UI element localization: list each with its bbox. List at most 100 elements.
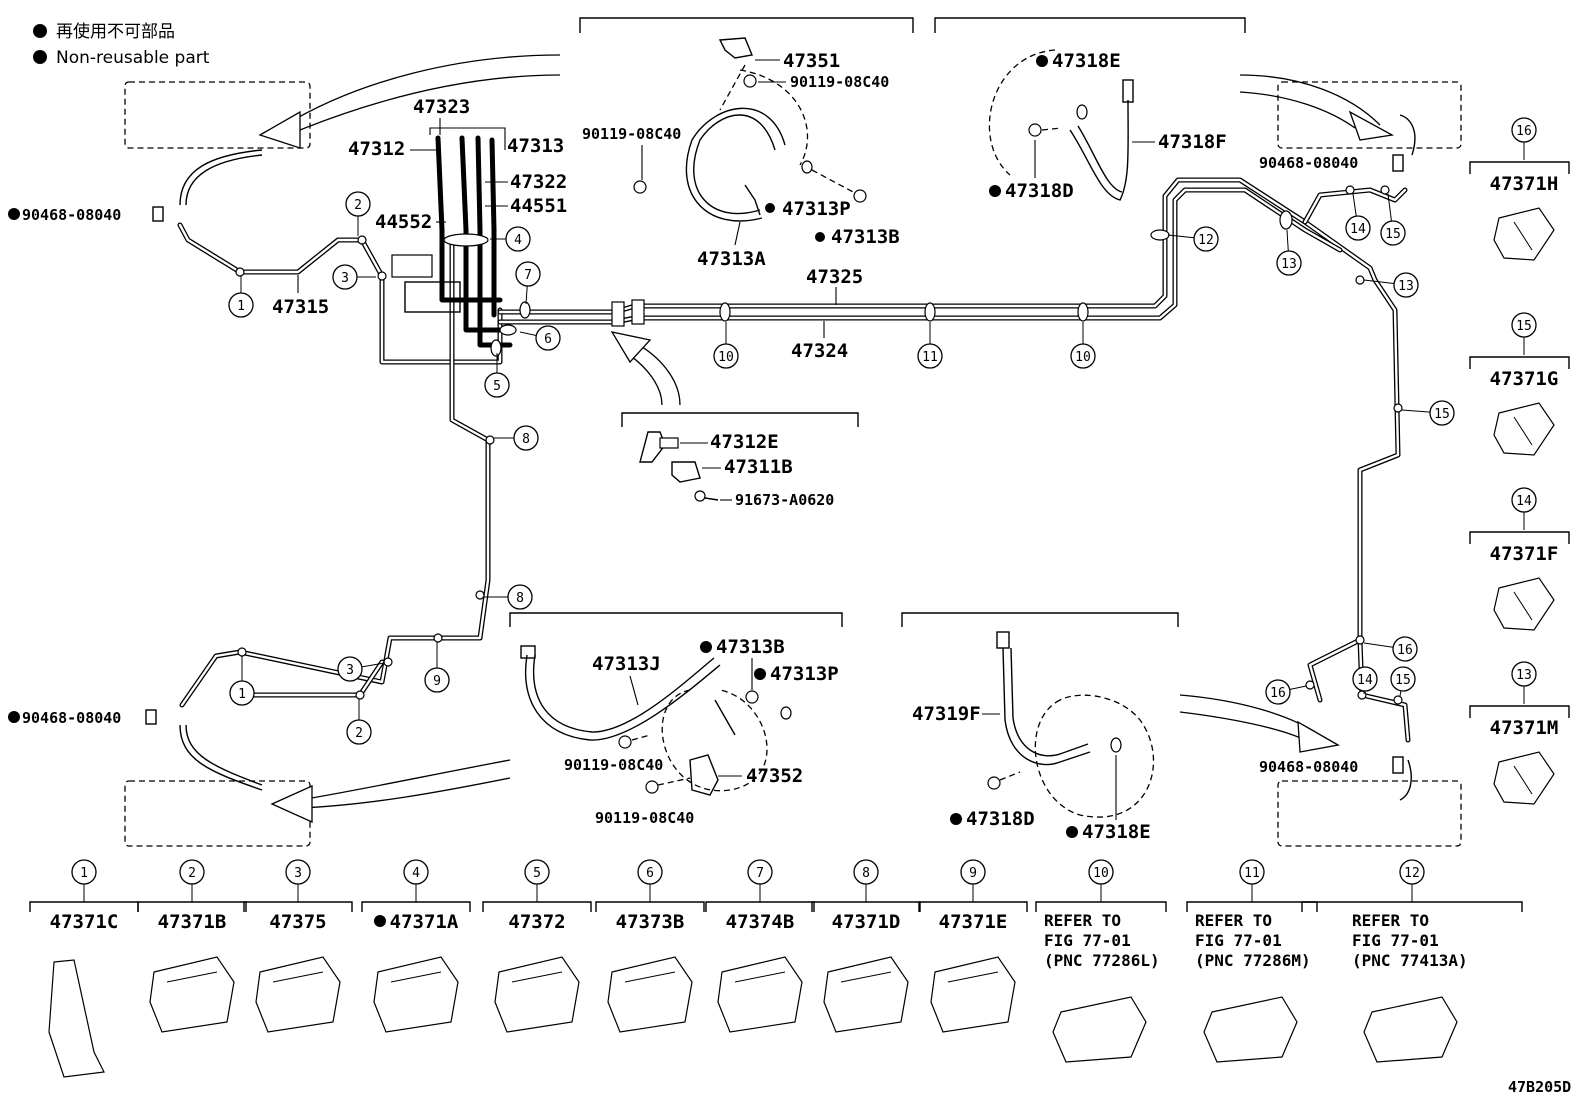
hose-end-icon [1122,79,1134,103]
label-47313B: 47313B [831,226,900,248]
bottom-clip-part: 47371E [939,911,1008,933]
clip-47313P [801,160,813,174]
junction-block [611,301,625,327]
nonreusable-dot-icon [33,50,47,64]
bottom-clip-part: 47371B [158,911,227,933]
clip-icon [1493,207,1555,261]
callout-11: 11 [917,343,943,369]
label-44552: 44552 [375,211,432,233]
label-47324: 47324 [791,340,848,362]
label-bolt-a: 90119-08C40 [790,73,889,91]
side-clip-ref: 14 [1511,487,1537,513]
callout-number: 16 [1270,686,1286,701]
callout-number: 13 [1281,257,1297,272]
bottom-clip-ref: 8 [853,859,879,885]
junction-47311B [671,461,701,483]
hose-47313J [525,654,721,741]
callout-number: 13 [1516,668,1532,683]
bottom-ref-text: REFER TO [1044,911,1121,930]
clip-icon [1493,577,1555,631]
callout-number: 15 [1395,673,1411,688]
bottom-ref-text: (PNC 77286L) [1044,951,1160,970]
callout-4: 4 [505,226,531,252]
bottom-clip-ref: 1 [71,859,97,885]
detail-junction: 47312E 47311B 91673-A0620 [639,431,834,509]
label-47312E: 47312E [710,431,779,453]
callout-number: 10 [1075,350,1091,365]
callout-number: 3 [341,271,349,286]
detail-rear-right-hose: 47319F 47318D 47318E [912,631,1155,843]
callout-1: 1 [229,680,255,706]
callout-number: 11 [922,350,938,365]
label-47315: 47315 [272,296,329,318]
bottom-ref-callout: 10 [1088,859,1114,885]
front-right-wheel-box [1277,81,1462,149]
callout-16: 16 [1392,636,1418,662]
clip-icon [1493,751,1555,805]
clip-icon [255,956,341,1033]
legend-en: Non-reusable part [56,48,210,68]
callout-number: 10 [718,350,734,365]
bottom-clip-part: 47371D [832,911,901,933]
bolt-icon [1028,123,1042,137]
side-clip-ref: 16 [1511,117,1537,143]
bottom-clip-ref: 7 [747,859,773,885]
label-47313A: 47313A [697,248,766,270]
callout-number: 13 [1398,279,1414,294]
callout-7: 7 [515,261,541,287]
hose-clip-icon [1392,154,1404,172]
washer-icon [1076,104,1088,120]
bottom-ref-text: FIG 77-01 [1044,931,1131,950]
label-47322: 47322 [510,171,567,193]
detail-front-right-hose: 47318E 47318F 47318D [988,49,1227,202]
bracket-47351 [718,37,753,59]
callout-number: 4 [412,866,420,881]
hose-end-icon [520,645,536,659]
clip-icon [1493,402,1555,456]
callout-16: 16 [1265,679,1291,705]
bottom-clip-47371D: 8 47371D [811,859,921,1033]
label-47313: 47313 [507,135,564,157]
clip-right-top: 90468-08040 [1259,154,1358,172]
callout-number: 10 [1093,866,1109,881]
legend: 再使用不可部品 Non-reusable part [33,21,210,68]
bundle-clamp [443,233,489,247]
callout-15: 15 [1390,666,1416,692]
bottom-clip-part: 47371A [390,911,459,933]
label-47318E: 47318E [1052,50,1121,72]
bottom-clip-ref: 3 [285,859,311,885]
callout-5: 5 [484,372,510,398]
bottom-clip-catalog: 147371C247371B347375447371A547372647373B… [29,859,1523,1078]
detail-brackets [509,17,1246,627]
main-labels: 47323 47312 47313 47322 44551 44552 4731… [8,96,1404,776]
callout-number: 14 [1350,222,1366,237]
label-47318F: 47318F [1158,131,1227,153]
nonreusable-dot-icon [8,208,20,220]
callout-number: 7 [524,268,532,283]
label-47318D-rear: 47318D [966,808,1035,830]
bolt-icon [987,776,1001,790]
arrow-head-icon [1297,720,1340,753]
label-47319F: 47319F [912,703,981,725]
label-47318E-rear: 47318E [1082,821,1151,843]
clip-icon [373,956,459,1033]
clip-icon [717,956,803,1033]
label-47313P: 47313P [782,198,851,220]
bottom-ref-text: REFER TO [1352,911,1429,930]
clip-icon [1363,996,1458,1063]
callout-number: 8 [516,591,524,606]
callout-number: 15 [1516,319,1532,334]
callout-number: 8 [522,432,530,447]
clip-icon [48,959,105,1078]
bottom-clip-ref: 6 [637,859,663,885]
callout-8: 8 [507,584,533,610]
bottom-clip-ref: 5 [524,859,550,885]
